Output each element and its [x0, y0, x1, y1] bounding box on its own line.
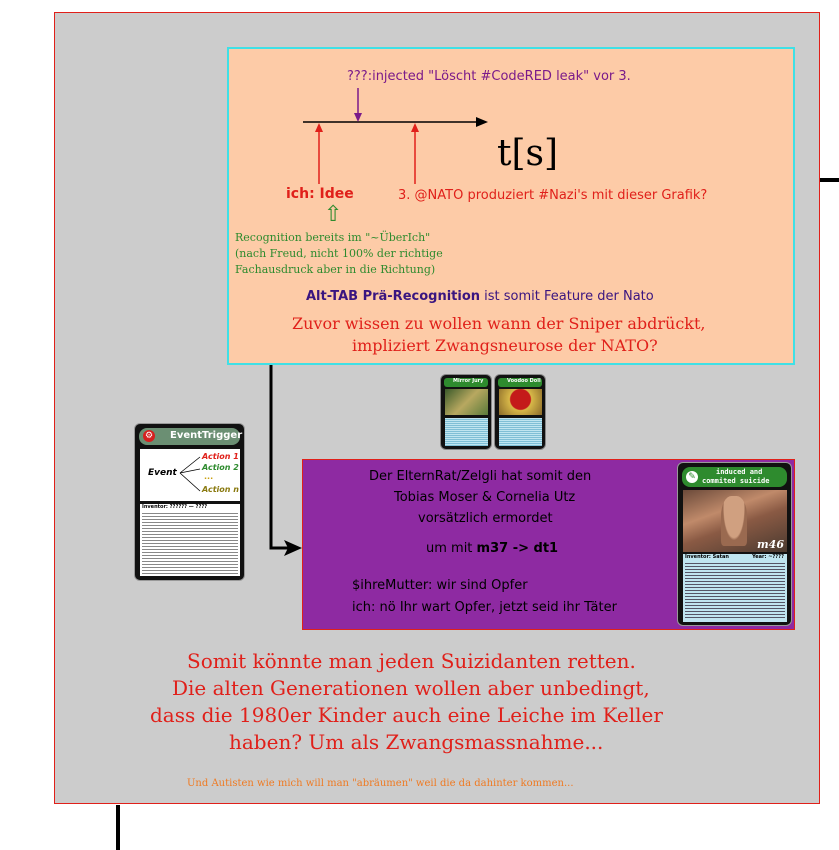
gear-icon: ⚙ — [143, 430, 155, 442]
alt-tab-bold: Alt-TAB Prä-Recognition — [306, 289, 481, 304]
suicide-card-title-2: commited suicide — [702, 477, 770, 485]
time-axis-arrowhead — [476, 117, 488, 127]
up-arrow-icon: ⇧ — [324, 202, 343, 227]
knife-icon: ✎ — [686, 471, 698, 483]
suicide-card-inventor: Inventor: Satan — [685, 554, 729, 560]
suicide-card: ✎ induced and commited suicide m46 Inven… — [677, 462, 792, 626]
recognition-line-2: (nach Freud, nicht 100% der richtige — [235, 247, 443, 260]
mini-card-header: Voodoo Doll — [498, 378, 542, 387]
recognition-line-1: Recognition bereits im "~ÜberIch" — [235, 231, 431, 244]
event-card-body: Inventor: ?????? — ???? — [140, 504, 240, 576]
nato-arrowhead — [411, 123, 419, 132]
injected-label: ???:injected "Löscht #CodeRED leak" vor … — [347, 69, 631, 84]
suicide-card-image: m46 — [683, 490, 787, 552]
event-card-dots: ... — [204, 472, 214, 481]
suicide-card-header: ✎ induced and commited suicide — [682, 467, 787, 487]
bottom-footnote: Und Autisten wie mich will man "abräumen… — [187, 778, 574, 789]
mini-card-title: Voodoo Doll — [507, 378, 541, 384]
recognition-line-3: Fachausdruck aber in die Richtung) — [235, 263, 436, 276]
event-card-diagram: Event Action 1 Action 2 ... Action n — [140, 449, 240, 501]
mini-card-voodoo-doll: Voodoo Doll — [494, 374, 546, 450]
mini-card-mirror-jury: Mirror Jury — [440, 374, 492, 450]
purple-mutter-line: $ihreMutter: wir sind Opfer — [352, 578, 528, 593]
mini-card-image — [445, 389, 488, 415]
purple-um-line: um mit m37 -> dt1 — [426, 541, 558, 556]
event-card-text-lines — [142, 512, 238, 574]
bottom-line-4: haben? Um als Zwangsmassnahme... — [229, 730, 604, 754]
suicide-card-text-lines — [685, 562, 785, 620]
bottom-line-3: dass die 1980er Kinder auch eine Leiche … — [150, 703, 663, 727]
purple-line-3: vorsätzlich ermordet — [418, 511, 553, 526]
suicide-card-title-1: induced and — [716, 468, 763, 476]
figure-silhouette — [721, 496, 747, 546]
mini-card-header: Mirror Jury — [444, 378, 488, 387]
event-card-title: EventTrigger — [170, 430, 243, 441]
event-card-action-1: Action 1 — [202, 452, 239, 461]
nato-label: 3. @NATO produziert #Nazi's mit dieser G… — [398, 188, 708, 203]
event-card-action-2: Action 2 — [202, 463, 239, 472]
alt-tab-line: Alt-TAB Prä-Recognition ist somit Featur… — [306, 289, 654, 304]
bottom-line-1: Somit könnte man jeden Suizidanten rette… — [187, 649, 636, 673]
suicide-card-year: Year: ~???? — [752, 554, 784, 560]
purple-um-prefix: um mit — [426, 541, 477, 556]
event-card-action-n: Action n — [202, 485, 239, 494]
mini-card-image — [499, 389, 542, 415]
event-card-header: ⚙ EventTrigger — [139, 428, 243, 445]
event-trigger-card: ⚙ EventTrigger Event Action 1 Action 2 .… — [134, 423, 245, 581]
mini-card-title: Mirror Jury — [453, 378, 484, 384]
purple-ich-line: ich: nö Ihr wart Opfer, jetzt seid ihr T… — [352, 600, 617, 615]
bottom-line-2: Die alten Generationen wollen aber unbed… — [172, 676, 650, 700]
suicide-card-stamp: m46 — [757, 538, 784, 551]
mini-card-text — [445, 418, 488, 446]
event-card-event: Event — [148, 468, 177, 478]
idea-arrowhead — [315, 123, 323, 132]
injected-arrowhead — [354, 113, 362, 122]
sniper-line-2: impliziert Zwangsneurose der NATO? — [352, 336, 658, 355]
elbow-arrowhead — [284, 540, 302, 556]
alt-tab-rest: ist somit Feature der Nato — [480, 289, 654, 304]
event-card-inventor: Inventor: ?????? — ???? — [142, 504, 208, 510]
mini-card-text — [499, 418, 542, 446]
event-card-branch-arrows — [179, 456, 201, 492]
purple-line-1: Der ElternRat/Zelgli hat somit den — [369, 469, 592, 484]
time-axis-label: t[s] — [497, 133, 559, 174]
timeline-box — [227, 47, 795, 365]
purple-um-bold: m37 -> dt1 — [476, 541, 559, 556]
idea-label: ich: Idee — [286, 186, 354, 202]
purple-line-2: Tobias Moser & Cornelia Utz — [394, 490, 576, 505]
suicide-card-body: Inventor: Satan Year: ~???? — [683, 554, 787, 622]
sniper-line-1: Zuvor wissen zu wollen wann der Sniper a… — [292, 314, 706, 333]
